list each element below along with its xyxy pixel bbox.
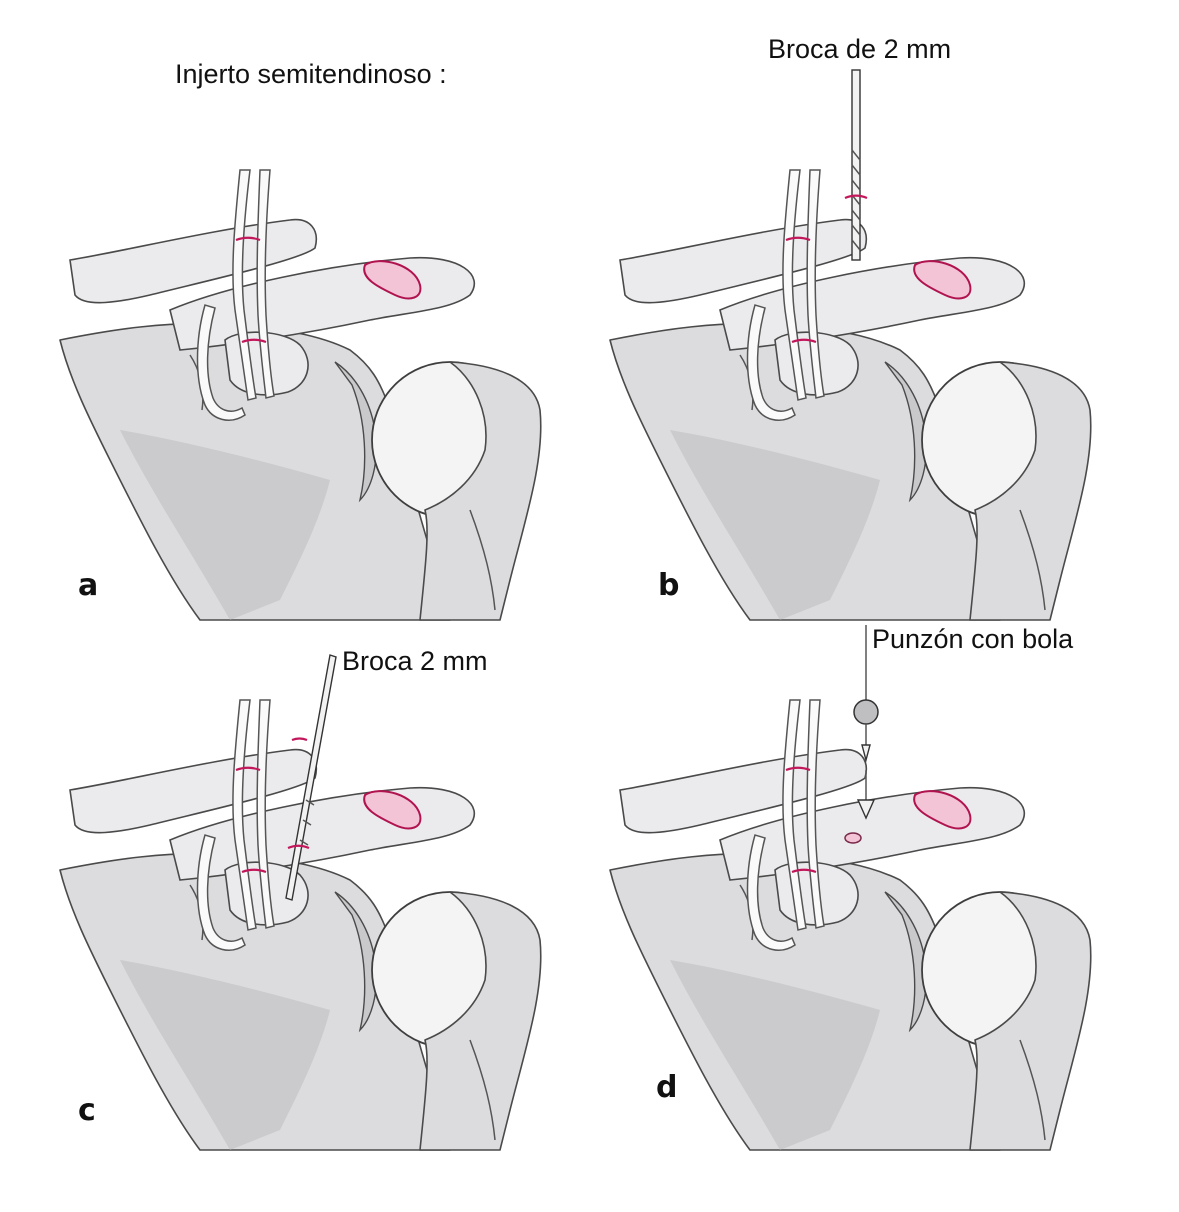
- panel-letter-d: d: [656, 1070, 677, 1105]
- angled-drill-icon: [285, 654, 337, 901]
- panel-d: d Punzón con bola: [609, 624, 1092, 1151]
- callout-drill-2mm-c: Broca 2 mm: [342, 646, 488, 676]
- panel-letter-a: a: [78, 568, 98, 603]
- panel-letter-c: c: [78, 1093, 96, 1128]
- callout-drill-2mm: Broca de 2 mm: [768, 34, 951, 64]
- panel-b: b Broca de 2 mm: [609, 34, 1092, 621]
- drill-icon: [844, 69, 868, 261]
- callout-ball-punch: Punzón con bola: [872, 624, 1074, 654]
- ball-punch-icon: [844, 625, 879, 844]
- panel-a: a Injerto semitendinoso :: [59, 59, 542, 621]
- panel-letter-b: b: [658, 568, 679, 603]
- callout-semitendinosus-graft: Injerto semitendinoso :: [175, 59, 447, 89]
- panel-c: c Broca 2 mm: [59, 646, 542, 1151]
